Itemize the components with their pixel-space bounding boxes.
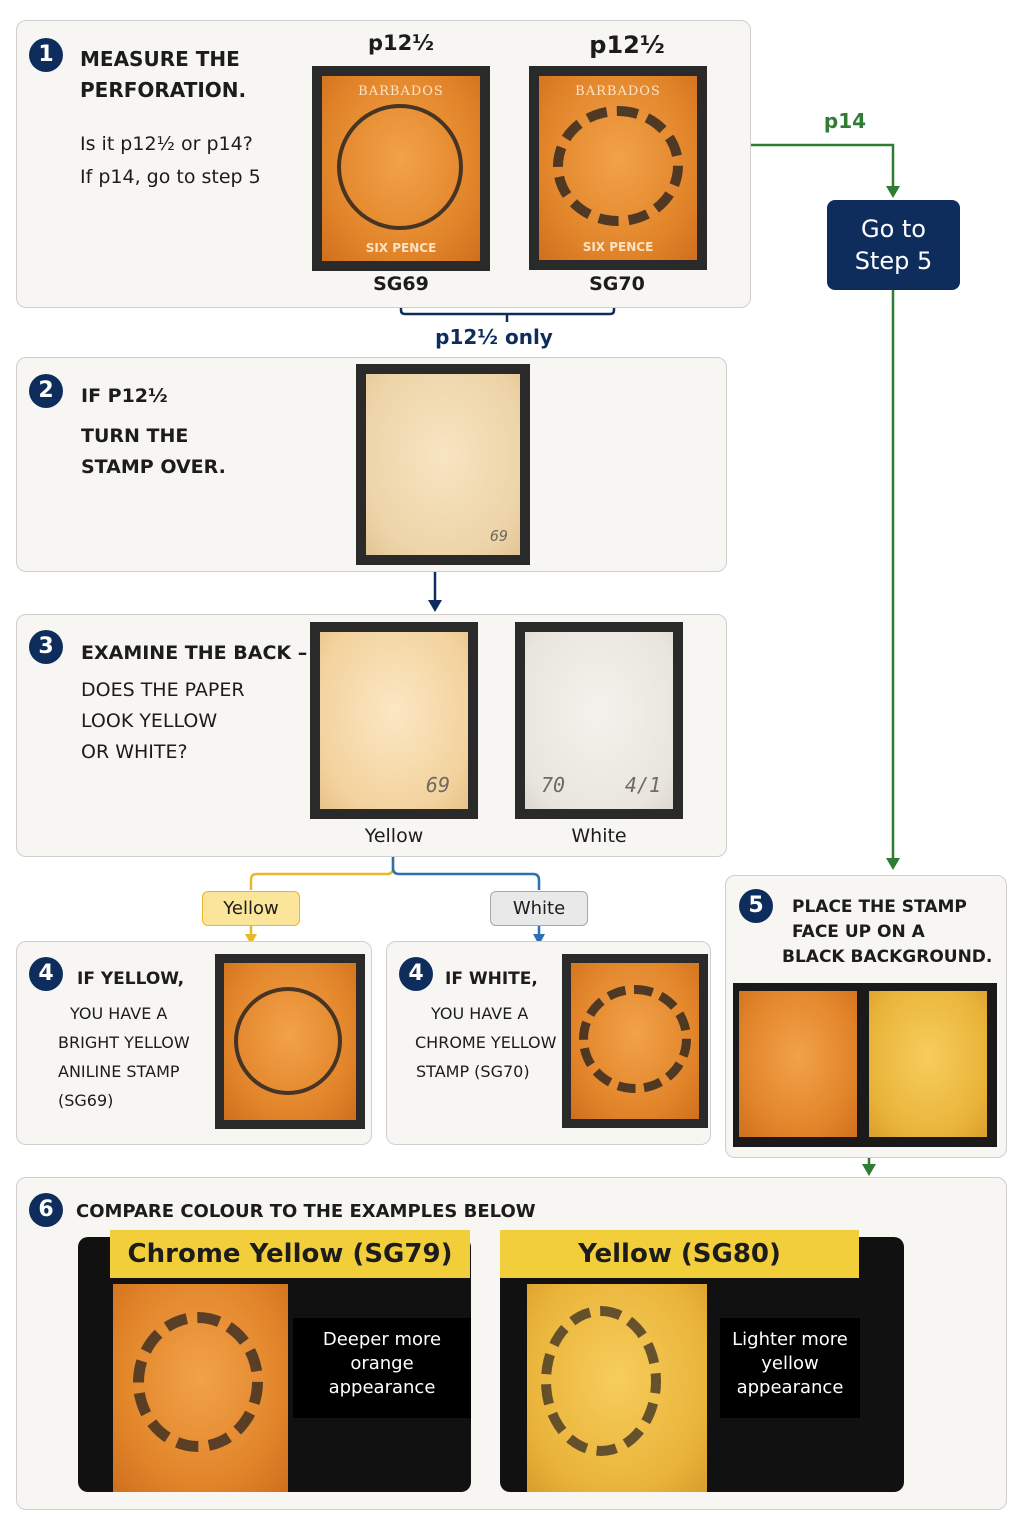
step5-line2: FACE UP ON A [792, 922, 925, 942]
step2-line2: TURN THE [81, 425, 189, 447]
yellow-paper-caption: Yellow [364, 825, 424, 847]
white-branch-connector [391, 857, 541, 890]
stamp-right-perf-label: p12½ [589, 31, 665, 59]
chrome-yellow-title: Chrome Yellow (SG79) [110, 1230, 470, 1278]
yellow-description: Lighter more yellow appearance [720, 1318, 860, 1418]
step5-line1: PLACE THE STAMP [792, 897, 967, 917]
stamp-sg70-value-text: SIX PENCE [582, 240, 654, 254]
stamp-sg69-image: BARBADOS SIX PENCE [312, 66, 490, 271]
sg79-stamp-image [113, 1284, 288, 1492]
orange-stamp-on-black [739, 991, 857, 1137]
chrome-desc-line3: appearance [328, 1377, 436, 1398]
postmark-circle [337, 104, 463, 230]
step4-yellow-line1: IF YELLOW, [77, 969, 185, 989]
chrome-desc-line2: orange [350, 1353, 414, 1374]
yellow-desc-line2: yellow [761, 1353, 819, 1374]
step1-number-badge: 1 [29, 38, 63, 72]
step4-yellow-line2: YOU HAVE A [70, 1004, 168, 1023]
step6-heading: COMPARE COLOUR TO THE EXAMPLES BELOW [76, 1201, 536, 1222]
sg80-stamp-image [527, 1284, 707, 1492]
white-branch-pill: White [490, 891, 588, 926]
step3-arrowhead [428, 600, 442, 612]
stamp-sg70-caption: SG70 [589, 273, 645, 295]
step4-white-line3: CHROME YELLOW [415, 1033, 557, 1052]
p14-arrowhead [886, 186, 900, 198]
step5-line3: BLACK BACKGROUND. [782, 947, 993, 967]
bar-cancel-marks [541, 1306, 661, 1456]
p14-connector [751, 143, 895, 190]
step3-line2: DOES THE PAPER [81, 679, 245, 701]
yellow-back-pencil-note: 69 [425, 773, 450, 797]
white-paper-back-image: 70 4/1 [515, 622, 683, 819]
p12-only-label: p12½ only [435, 325, 553, 349]
yellow-desc-line1: Lighter more [732, 1329, 848, 1350]
step1-instruction: If p14, go to step 5 [80, 166, 261, 188]
step4-yellow-line3: BRIGHT YELLOW [58, 1033, 190, 1052]
stamp-back-image: 69 [356, 364, 530, 565]
bar-cancel-marks [553, 106, 683, 226]
stamp-back-pencil-note: 69 [489, 527, 508, 545]
step1-heading-line2: PERFORATION. [80, 78, 247, 102]
step3-number-badge: 3 [29, 630, 63, 664]
step6-number-badge: 6 [29, 1193, 63, 1227]
goto-line2: Step 5 [854, 247, 933, 275]
stamp-sg70-image: BARBADOS SIX PENCE [529, 66, 707, 270]
step2-line1: IF P12½ [81, 385, 168, 407]
stamp-sg70-printed-name: BARBADOS [575, 84, 661, 99]
step3-line3: LOOK YELLOW [81, 710, 218, 732]
step5-arrowhead [886, 858, 900, 870]
white-back-pencil-note-a: 70 [541, 773, 566, 797]
stamp-sg69-caption: SG69 [373, 273, 429, 295]
stamp-left-perf-label: p12½ [368, 31, 434, 55]
yellow-stamp-on-black [869, 991, 987, 1137]
step1-question: Is it p12½ or p14? [80, 133, 253, 155]
sg70-chrome-stamp-image [562, 954, 708, 1128]
goto-step5-box: Go to Step 5 [827, 200, 960, 290]
step2-number-badge: 2 [29, 374, 63, 408]
yellow-desc-line3: appearance [736, 1377, 844, 1398]
yellow-branch-pill: Yellow [202, 891, 300, 926]
stamp-sg69-value-text: SIX PENCE [365, 241, 437, 255]
sg69-aniline-stamp-image [215, 954, 365, 1129]
chrome-desc-line1: Deeper more [322, 1329, 442, 1350]
yellow-branch-connector [249, 857, 395, 890]
step2-line3: STAMP OVER. [81, 456, 226, 478]
goto-line1: Go to [860, 215, 926, 243]
step4-white-line1: IF WHITE, [445, 969, 538, 989]
step3-line4: OR WHITE? [81, 741, 188, 763]
step3-line1: EXAMINE THE BACK – [81, 642, 308, 664]
bar-cancel-marks [133, 1312, 263, 1452]
step4-white-line4: STAMP (SG70) [416, 1062, 530, 1081]
bar-cancel-marks [579, 985, 691, 1093]
step4-yellow-line4: ANILINE STAMP [58, 1062, 180, 1081]
white-paper-caption: White [571, 825, 627, 847]
yellow-paper-back-image: 69 [310, 622, 478, 819]
step4-white-number-badge: 4 [399, 957, 433, 991]
p14-branch-label: p14 [823, 109, 867, 133]
yellow-title: Yellow (SG80) [500, 1230, 859, 1278]
postmark-circle [234, 987, 342, 1095]
step4-white-line2: YOU HAVE A [431, 1004, 529, 1023]
step1-heading-line1: MEASURE THE [80, 47, 240, 71]
step4-yellow-number-badge: 4 [29, 957, 63, 991]
step6-arrowhead [862, 1164, 876, 1176]
step5-number-badge: 5 [739, 889, 773, 923]
chrome-yellow-description: Deeper more orange appearance [293, 1318, 471, 1418]
white-back-pencil-note-b: 4/1 [624, 773, 661, 797]
stamp-sg69-printed-name: BARBADOS [358, 84, 444, 99]
step4-yellow-line5: (SG69) [58, 1091, 114, 1110]
black-background-photo [733, 983, 997, 1147]
